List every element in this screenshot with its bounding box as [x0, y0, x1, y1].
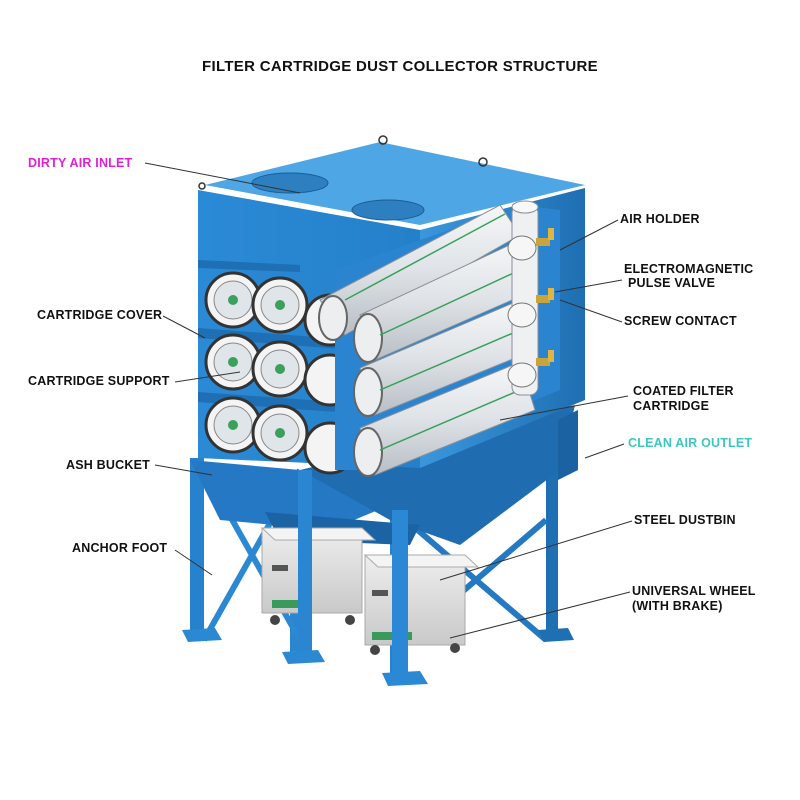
cartridge-covers — [204, 271, 357, 475]
label-steel-dustbin: STEEL DUSTBIN — [634, 513, 736, 527]
label-with-brake: (WITH BRAKE) — [632, 599, 723, 613]
label-cartridge: CARTRIDGE — [633, 399, 710, 413]
leader-lines — [144, 162, 633, 639]
label-air-holder: AIR HOLDER — [620, 212, 700, 226]
steel-dustbin-right — [363, 554, 480, 655]
steel-dustbin-left — [260, 527, 377, 625]
label-cartridge-cover: CARTRIDGE COVER — [37, 308, 163, 322]
diagram-title: FILTER CARTRIDGE DUST COLLECTOR STRUCTUR… — [202, 58, 598, 75]
label-ash-bucket: ASH BUCKET — [66, 458, 150, 472]
front-legs — [298, 470, 408, 680]
anchor-feet — [182, 628, 574, 686]
label-anchor-foot: ANCHOR FOOT — [72, 541, 168, 555]
label-clean-air-outlet: CLEAN AIR OUTLET — [628, 436, 753, 450]
label-dirty-air-inlet: DIRTY AIR INLET — [28, 156, 133, 170]
label-universal-wheel: UNIVERSAL WHEEL — [632, 584, 756, 598]
pulse-valves — [507, 228, 554, 388]
coated-filter-cartridges — [318, 204, 560, 477]
label-electromagnetic: ELECTROMAGNETIC — [624, 262, 754, 276]
label-coated-filter: COATED FILTER — [633, 384, 734, 398]
label-screw-contact: SCREW CONTACT — [624, 314, 737, 328]
label-cartridge-support: CARTRIDGE SUPPORT — [28, 374, 170, 388]
clean-air-outlet-duct — [558, 410, 578, 480]
label-pulse-valve: PULSE VALVE — [628, 276, 716, 290]
